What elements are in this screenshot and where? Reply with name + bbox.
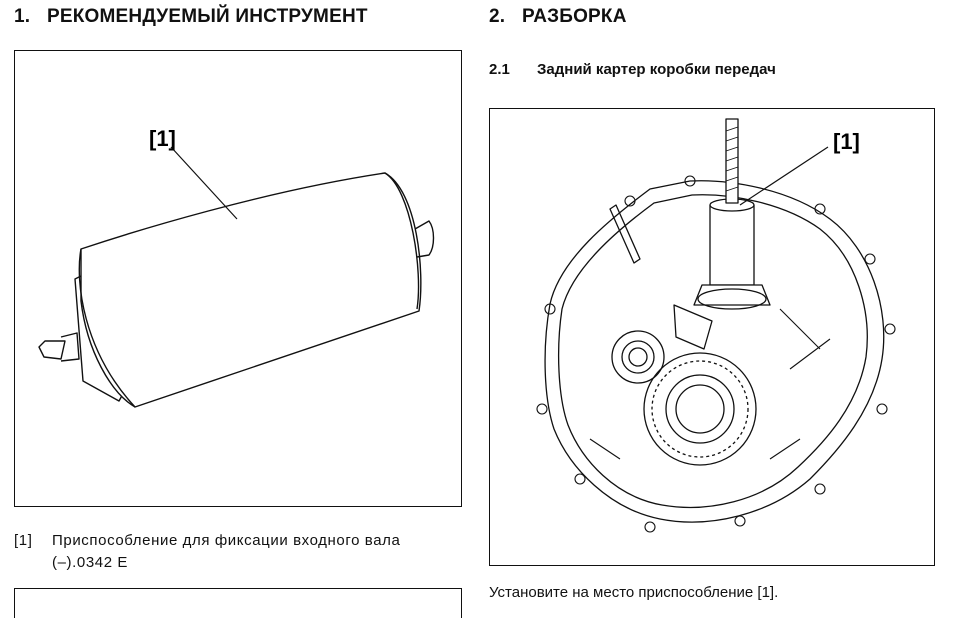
section-heading-disassembly: 2. РАЗБОРКА: [489, 6, 627, 28]
section-title: РАЗБОРКА: [522, 6, 627, 27]
caption-text-line1: Приспособление для фиксации входного вал…: [52, 532, 401, 549]
input-shaft-tool-drawing: [1]: [38, 126, 435, 408]
section-title: РЕКОМЕНДУЕМЫЙ ИНСТРУМЕНТ: [47, 6, 368, 27]
section-number: 1.: [14, 6, 31, 27]
subsection-title: Задний картер коробки передач: [537, 61, 776, 78]
gearbox-housing-drawing: [1]: [536, 118, 896, 533]
subsection-number: 2.1: [489, 61, 510, 78]
tool-figure: [1]: [14, 50, 462, 507]
next-figure-frame: [14, 588, 462, 618]
caption-reference: [1]: [14, 532, 33, 549]
gearbox-callout-label: [1]: [833, 129, 860, 154]
subsection-heading: 2.1 Задний картер коробки передач: [489, 61, 776, 78]
tool-caption: [1] Приспособление для фиксации входного …: [14, 530, 462, 574]
gearbox-figure: [1]: [489, 108, 935, 566]
section-number: 2.: [489, 6, 506, 27]
section-heading-tools: 1. РЕКОМЕНДУЕМЫЙ ИНСТРУМЕНТ: [14, 6, 368, 28]
instruction-text: Установите на место приспособление [1].: [489, 584, 779, 601]
caption-text-line2: (–).0342 E: [52, 554, 129, 571]
tool-callout-label: [1]: [149, 126, 176, 151]
